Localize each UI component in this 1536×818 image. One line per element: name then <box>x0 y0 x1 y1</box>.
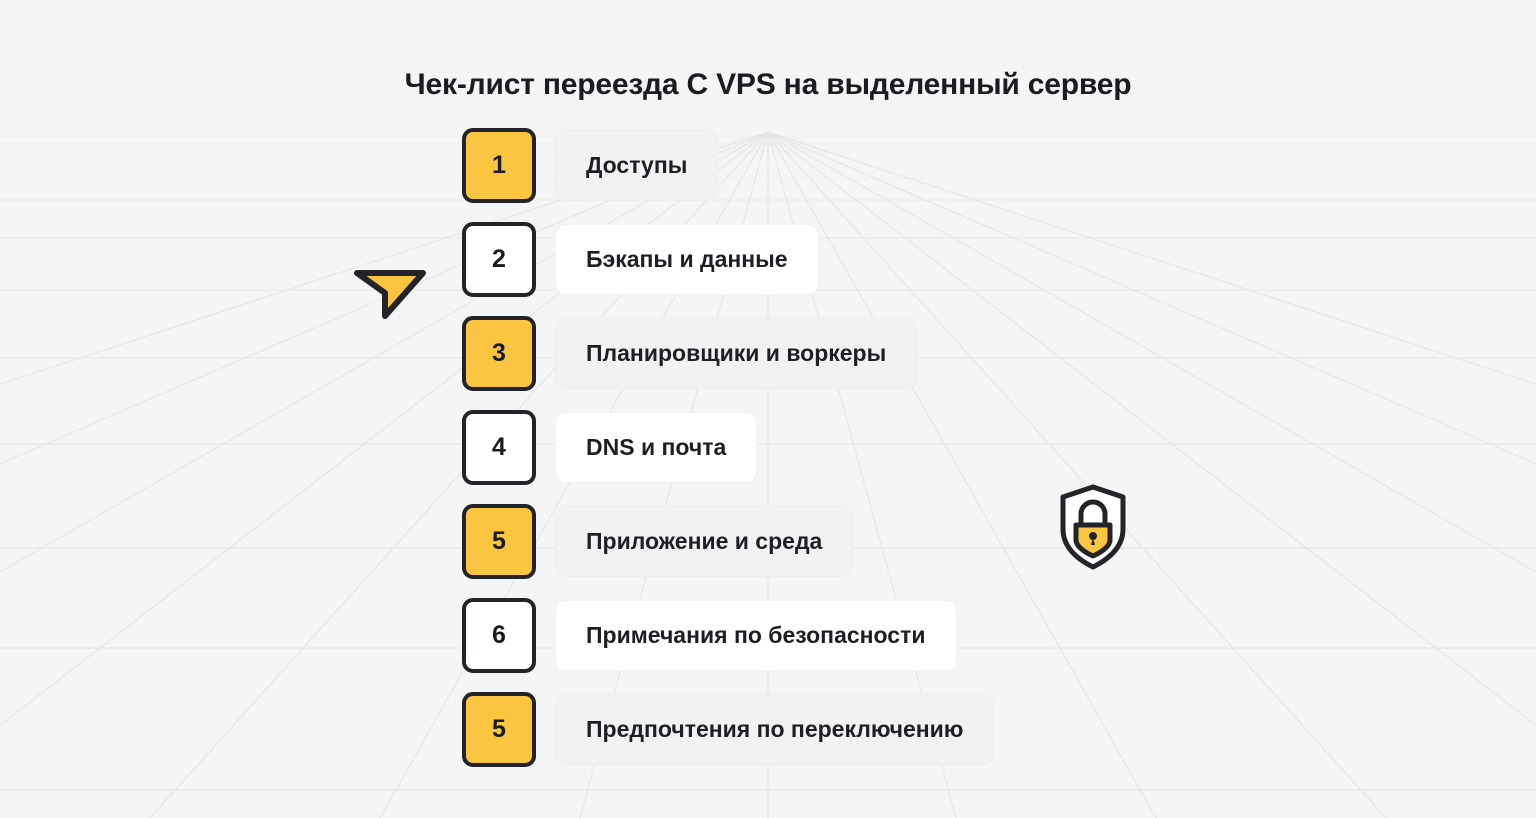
checklist-row[interactable]: 5 Предпочтения по переключению <box>462 692 995 767</box>
step-label-pill[interactable]: DNS и почта <box>555 412 758 483</box>
step-label-pill[interactable]: Приложение и среда <box>555 506 854 577</box>
checklist-row[interactable]: 4 DNS и почта <box>462 410 994 485</box>
checklist-row[interactable]: 1 Доступы <box>462 128 994 203</box>
step-label-pill[interactable]: Предпочтения по переключению <box>555 694 995 765</box>
step-label-pill[interactable]: Планировщики и воркеры <box>555 318 918 389</box>
step-number-badge: 3 <box>462 316 536 391</box>
step-label-pill[interactable]: Примечания по безопасности <box>555 600 957 671</box>
step-number-badge: 4 <box>462 410 536 485</box>
checklist-row[interactable]: 2 Бэкапы и данные <box>462 222 994 297</box>
step-label-pill[interactable]: Доступы <box>555 130 719 201</box>
step-label-pill[interactable]: Бэкапы и данные <box>555 224 819 295</box>
shield-lock-icon <box>1060 484 1126 570</box>
checklist: 1 Доступы 2 Бэкапы и данные 3 Планировщи… <box>462 128 995 767</box>
step-number-badge: 2 <box>462 222 536 297</box>
checklist-row[interactable]: 6 Примечания по безопасности <box>462 598 994 673</box>
page-title: Чек-лист переезда С VPS на выделенный се… <box>404 68 1132 102</box>
checklist-row[interactable]: 3 Планировщики и воркеры <box>462 316 994 391</box>
step-number-badge: 5 <box>462 692 536 767</box>
step-number-badge: 1 <box>462 128 536 203</box>
step-number-badge: 6 <box>462 598 536 673</box>
checklist-row[interactable]: 5 Приложение и среда <box>462 504 994 579</box>
funnel-icon <box>354 270 426 319</box>
step-number-badge: 5 <box>462 504 536 579</box>
